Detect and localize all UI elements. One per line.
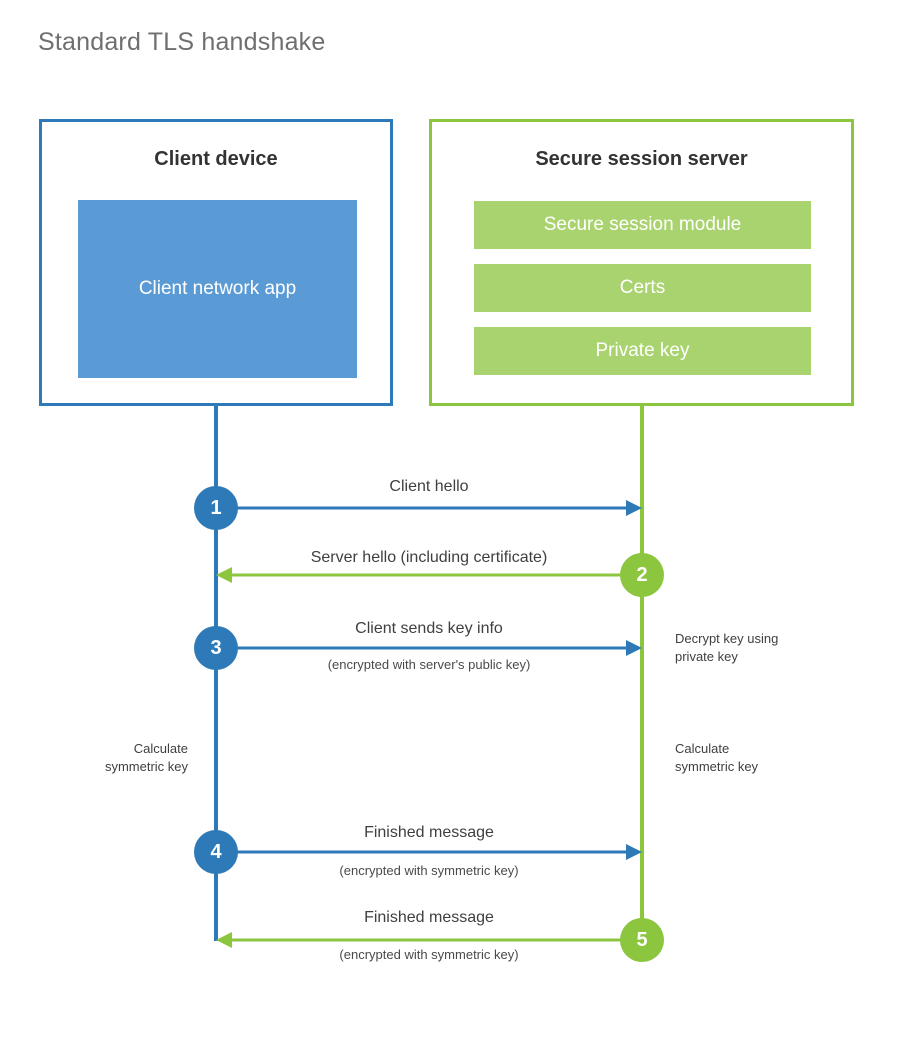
step-circle-1[interactable]: 1 [194,486,238,530]
arrow-step-2 [216,567,642,583]
step-5-sublabel: (encrypted with symmetric key) [339,947,519,962]
step-4-label: Finished message [364,824,494,841]
step-circle-4[interactable]: 4 [194,830,238,874]
client-network-app-block: Client network app [78,200,357,378]
client-device-heading: Client device [154,148,278,170]
annotation-decrypt-key: Decrypt key using private key [675,631,779,664]
server-item-certs: Certs [474,264,811,312]
participant-secure-session-server: Secure session server Secure session mod… [429,119,854,406]
page-title: Standard TLS handshake [38,28,326,56]
arrow-step-5 [216,932,642,948]
participant-client-device: Client device Client network app [39,119,393,406]
server-item-private-key: Private key [474,327,811,375]
step-circle-5[interactable]: 5 [620,918,664,962]
annotation-client-calculate-symmetric-key: Calculate symmetric key [104,741,188,774]
arrow-step-3 [216,640,642,656]
step-1-label: Client hello [389,478,469,495]
step-circle-2[interactable]: 2 [620,553,664,597]
step-circle-3[interactable]: 3 [194,626,238,670]
step-3-sublabel: (encrypted with server's public key) [327,657,531,672]
step-3-label: Client sends key info [355,620,503,637]
server-heading: Secure session server [535,148,748,170]
step-2-label: Server hello (including certificate) [310,549,548,566]
arrow-step-1 [216,500,642,516]
step-5-label: Finished message [364,909,494,926]
server-item-secure-session-module: Secure session module [474,201,811,249]
arrow-step-4 [216,844,642,860]
annotation-server-calculate-symmetric-key: Calculate symmetric key [675,741,759,774]
step-4-sublabel: (encrypted with symmetric key) [339,863,519,878]
